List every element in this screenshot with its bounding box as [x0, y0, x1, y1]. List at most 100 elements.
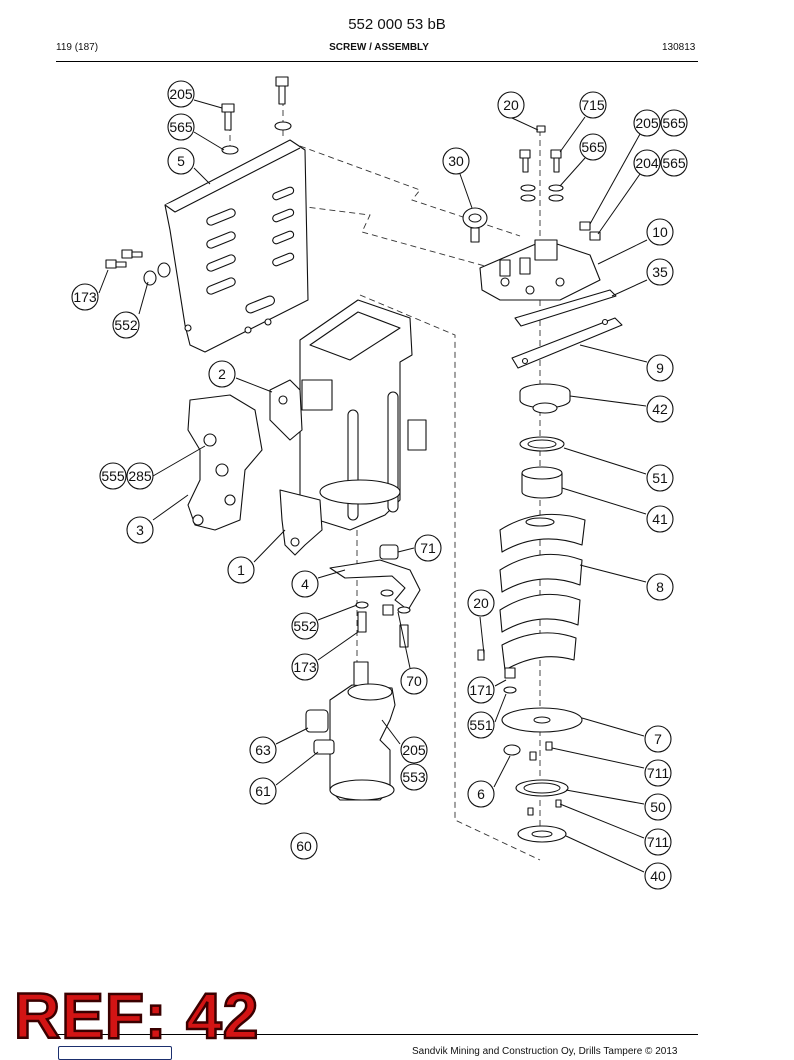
callout-171: 171	[467, 676, 495, 704]
bracket	[269, 379, 303, 441]
svg-text:285: 285	[128, 468, 152, 484]
document-date: 130813	[662, 42, 696, 53]
callout-51: 51	[646, 464, 674, 492]
footer-copyright: Sandvik Mining and Construction Oy, Dril…	[412, 1046, 678, 1057]
callout-565-c: 565	[660, 109, 688, 137]
auger-screw	[499, 513, 586, 671]
callout-711-a: 711	[644, 759, 672, 787]
svg-text:205: 205	[635, 115, 659, 131]
svg-text:555: 555	[101, 468, 125, 484]
svg-text:205: 205	[169, 86, 193, 102]
svg-text:551: 551	[469, 717, 493, 733]
callout-1: 1	[227, 556, 255, 584]
callout-35: 35	[646, 258, 674, 286]
svg-text:41: 41	[652, 511, 668, 527]
document-code: 552 000 53 bB	[348, 16, 446, 33]
document-title: SCREW / ASSEMBLY	[329, 42, 429, 53]
svg-text:552: 552	[293, 618, 317, 634]
svg-text:8: 8	[656, 579, 664, 595]
svg-text:711: 711	[647, 834, 670, 850]
svg-text:6: 6	[477, 786, 485, 802]
callout-71: 71	[414, 534, 442, 562]
callout-63: 63	[249, 736, 277, 764]
svg-text:3: 3	[136, 522, 144, 538]
drive-head	[479, 239, 601, 301]
svg-text:7: 7	[654, 731, 662, 747]
callout-285: 285	[126, 462, 154, 490]
svg-text:565: 565	[169, 119, 193, 135]
callout-173-b: 173	[291, 653, 319, 681]
guard-plate	[164, 139, 309, 353]
svg-text:4: 4	[301, 576, 309, 592]
hydraulic-motor	[305, 661, 396, 801]
callout-3: 3	[126, 516, 154, 544]
callout-20-b: 20	[467, 589, 495, 617]
callout-41: 41	[646, 505, 674, 533]
callout-9: 9	[646, 354, 674, 382]
lower-plate	[329, 544, 421, 648]
header-rule	[56, 61, 698, 62]
callout-711-b: 711	[644, 828, 672, 856]
top-right-fasteners	[519, 125, 601, 241]
top-left-fasteners	[105, 76, 292, 286]
svg-text:42: 42	[652, 401, 668, 417]
svg-text:40: 40	[650, 868, 666, 884]
svg-text:9: 9	[656, 360, 664, 376]
callout-555: 555	[99, 462, 127, 490]
callout-552-b: 552	[291, 612, 319, 640]
lifting-eye-bolt	[462, 207, 488, 243]
svg-text:20: 20	[503, 97, 519, 113]
callout-30: 30	[442, 147, 470, 175]
callout-2: 2	[208, 360, 236, 388]
callout-715: 715	[579, 91, 607, 119]
svg-text:204: 204	[635, 155, 659, 171]
callout-70: 70	[400, 667, 428, 695]
callout-552-a: 552	[112, 311, 140, 339]
svg-text:2: 2	[218, 366, 226, 382]
footer-rule	[56, 1034, 698, 1035]
callout-20-a: 20	[497, 91, 525, 119]
svg-text:205: 205	[402, 742, 426, 758]
main-frame	[279, 299, 427, 556]
svg-text:565: 565	[662, 115, 686, 131]
svg-text:30: 30	[448, 153, 464, 169]
callout-204: 204	[633, 149, 661, 177]
callout-8: 8	[646, 573, 674, 601]
page-number: 119 (187)	[56, 42, 99, 53]
svg-text:50: 50	[650, 799, 666, 815]
callout-5: 5	[167, 147, 195, 175]
callout-553: 553	[400, 763, 428, 791]
wear-plates	[511, 289, 623, 369]
svg-text:20: 20	[473, 595, 489, 611]
svg-text:552: 552	[114, 317, 138, 333]
callout-7: 7	[644, 725, 672, 753]
svg-text:71: 71	[420, 540, 436, 556]
svg-text:5: 5	[177, 153, 185, 169]
svg-text:51: 51	[652, 470, 668, 486]
ref-overlay-label: REF: 42	[13, 980, 260, 1052]
callout-6: 6	[467, 780, 495, 808]
swing-arm	[187, 394, 263, 531]
callout-10: 10	[646, 218, 674, 246]
callout-565-d: 565	[660, 149, 688, 177]
svg-text:63: 63	[255, 742, 271, 758]
svg-text:1: 1	[237, 562, 245, 578]
svg-text:171: 171	[469, 682, 493, 698]
hub	[519, 383, 571, 414]
callout-565-b: 565	[579, 133, 607, 161]
svg-text:173: 173	[293, 659, 317, 675]
svg-text:715: 715	[581, 97, 605, 113]
svg-text:61: 61	[255, 783, 271, 799]
callout-205-a: 205	[167, 80, 195, 108]
callout-60: 60	[290, 832, 318, 860]
bottom-plates	[477, 649, 583, 843]
leader-lines	[98, 99, 648, 873]
svg-text:70: 70	[406, 673, 422, 689]
svg-text:565: 565	[662, 155, 686, 171]
svg-text:711: 711	[647, 765, 670, 781]
svg-text:60: 60	[296, 838, 312, 854]
svg-text:173: 173	[73, 289, 97, 305]
svg-text:35: 35	[652, 264, 668, 280]
callout-50: 50	[644, 793, 672, 821]
